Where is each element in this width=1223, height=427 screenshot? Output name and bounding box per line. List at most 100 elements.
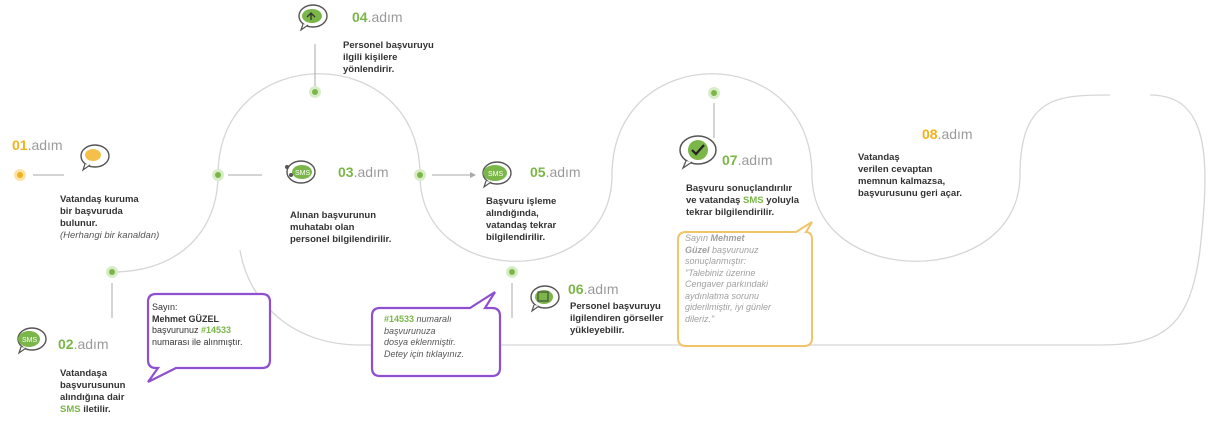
sms-chat-icon: SMS [13, 326, 47, 355]
callout-name: Güzel [685, 244, 710, 255]
desc-line: ilgili kişilere [343, 52, 398, 63]
step-04-description: Personel başvuruyu ilgili kişilere yönle… [343, 40, 463, 76]
step-number: 08 [922, 126, 938, 142]
sms-chat-icon: SMS [478, 160, 512, 189]
step-suffix: .adım [737, 152, 773, 168]
step-02-description: Vatandaşa başvurusunun alındığına dair S… [60, 368, 180, 416]
desc-line: başvurusunun [60, 380, 126, 391]
callout-line: giderilmiştir, iyi günler [685, 302, 772, 312]
callout-line: Cengaver parkındaki [685, 279, 769, 289]
desc-line: bilgilendirilir. [486, 232, 546, 243]
desc-line: alındığına dair [60, 392, 125, 403]
step-number: 05 [530, 164, 546, 180]
checkmark-chat-icon [676, 134, 718, 170]
desc-line: yükleyebilir. [570, 325, 625, 336]
callout-line: Sayın [685, 233, 711, 243]
desc-line: alındığında, [486, 208, 539, 219]
callout-line: "Talebiniz üzerine [685, 267, 756, 278]
desc-line: Alınan başvurunun [290, 210, 377, 221]
image-chat-icon [526, 284, 560, 313]
desc-line: Başvuru işleme [486, 196, 557, 207]
desc-line: başvurusunu geri açar. [858, 188, 963, 199]
callout-line: dosya eklenmiştir. [384, 337, 456, 347]
step-01-description: Vatandaş kuruma bir başvuruda bulunur. (… [60, 194, 200, 242]
desc-line: personel bilgilendirilir. [290, 234, 392, 245]
chat-bubble-icon [78, 143, 112, 172]
desc-line: bulunur. [60, 218, 98, 229]
desc-line: muhatabı olan [290, 222, 355, 233]
sms-highlight: SMS [60, 404, 81, 415]
step-suffix: .adım [367, 9, 403, 25]
callout-id: #14533 [384, 314, 415, 324]
step-number: 04 [352, 9, 368, 25]
step-08-label: 08.adım [922, 126, 973, 142]
desc-line: tekrar bilgilendirilir. [686, 207, 775, 218]
step-01-label: 01.adım [12, 137, 63, 153]
step-07-label: 07.adım [722, 152, 773, 168]
desc-note: (Herhangi bir kanaldan) [60, 230, 160, 241]
desc-line: Personel başvuruyu [343, 40, 434, 51]
callout-line: numarası ile alınmıştır. [152, 336, 243, 347]
callout-name: Mehmet GÜZEL [152, 313, 220, 324]
desc-line: Vatandaş [858, 152, 900, 163]
callout-line: sonuçlanmıştır: [685, 256, 747, 266]
callout-06-text[interactable]: #14533 numaralı başvurunuza dosya eklenm… [384, 314, 496, 360]
callout-name: Mehmet [710, 233, 745, 243]
desc-line: iletilir. [80, 404, 111, 415]
step-number: 02 [58, 336, 74, 352]
forward-chat-icon [296, 3, 330, 32]
step-03-description: Alınan başvurunun muhatabı olan personel… [290, 210, 430, 246]
step-05-label: 05.adım [530, 164, 581, 180]
arrow-head [470, 172, 476, 178]
step-number: 07 [722, 152, 738, 168]
svg-text:SMS: SMS [22, 337, 38, 344]
step-suffix: .adım [545, 164, 581, 180]
svg-text:SMS: SMS [295, 170, 311, 177]
desc-line: Başvuru sonuçlandırılır [686, 183, 793, 194]
step-suffix: .adım [937, 126, 973, 142]
callout-id: #14533 [201, 325, 232, 335]
callout-06-bubble [370, 291, 502, 378]
desc-line: verilen cevaptan [858, 164, 933, 175]
step-08-description: Vatandaş verilen cevaptan memnun kalmazs… [858, 152, 998, 200]
step-06-label: 06.adım [568, 281, 619, 297]
step-03-label: 03.adım [338, 164, 389, 180]
step-04-label: 04.adım [352, 9, 403, 25]
callout-line: Sayın: [152, 302, 178, 312]
people-sms-icon: SMS [282, 158, 316, 186]
callout-line: numaralı [414, 314, 452, 324]
desc-line: vatandaş tekrar [486, 220, 557, 231]
flow-path [217, 73, 1111, 262]
sms-highlight: SMS [743, 195, 764, 206]
callout-line: başvurunuz [152, 325, 202, 335]
step-suffix: .adım [73, 336, 109, 352]
callout-line: başvurunuz [709, 244, 759, 255]
svg-text:SMS: SMS [488, 171, 504, 178]
flow-return-path [239, 94, 1206, 346]
desc-line: Vatandaş kuruma [60, 194, 139, 205]
desc-line: Personel başvuruyu [570, 301, 661, 312]
callout-line: aydınlatma sorunu [685, 290, 760, 301]
step-suffix: .adım [27, 137, 63, 153]
step-05-description: Başvuru işleme alındığında, vatandaş tek… [486, 196, 596, 244]
callout-02-text: Sayın: Mehmet GÜZEL başvurunuz #14533 nu… [152, 302, 267, 348]
callout-07-bubble [677, 221, 813, 347]
desc-line: ve vatandaş [686, 195, 741, 206]
desc-line: Vatandaşa [60, 368, 107, 379]
desc-line: ilgilendiren görseller [570, 313, 664, 324]
step-06-description: Personel başvuruyu ilgilendiren görselle… [570, 301, 690, 337]
step-07-description: Başvuru sonuçlandırılır ve vatandaş SMS … [686, 183, 821, 219]
step-suffix: .adım [353, 164, 389, 180]
desc-line: bir başvuruda [60, 206, 123, 217]
callout-line: başvurunuza [384, 325, 436, 336]
step-suffix: .adım [583, 281, 619, 297]
callout-07-text: Sayın Mehmet Güzel başvurunuz sonuçlanmı… [685, 233, 807, 325]
callout-link[interactable]: Detey için tıklayınız. [384, 348, 465, 359]
step-number: 03 [338, 164, 354, 180]
desc-line: memnun kalmazsa, [858, 176, 946, 187]
step-02-label: 02.adım [58, 336, 109, 352]
flow-left-arc [111, 174, 219, 273]
desc-line: yoluyla [763, 195, 800, 206]
callout-02-bubble [146, 292, 272, 383]
